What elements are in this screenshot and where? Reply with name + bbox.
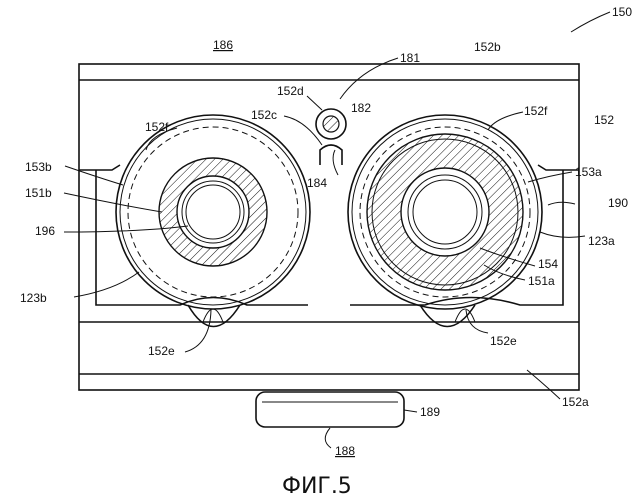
label-152d: 152d [277, 84, 304, 98]
left-wheel [116, 115, 310, 309]
label-182: 182 [351, 101, 371, 115]
label-151a: 151a [528, 274, 555, 288]
label-188: 188 [335, 444, 355, 458]
label-153a: 153a [575, 165, 602, 179]
label-153b: 153b [25, 160, 52, 174]
label-181: 181 [400, 51, 420, 65]
label-186: 186 [213, 38, 233, 52]
label-152e-left: 152e [148, 344, 175, 358]
label-196: 196 [35, 224, 55, 238]
label-151b: 151b [25, 186, 52, 200]
label-152a: 152a [562, 395, 589, 409]
label-123b: 123b [20, 291, 47, 305]
label-152f-left: 152f [145, 120, 169, 134]
label-184: 184 [307, 176, 327, 190]
label-190: 190 [608, 196, 628, 210]
figure-caption: ФИГ.5 [282, 474, 352, 499]
label-152f-right: 152f [524, 104, 548, 118]
label-152b: 152b [474, 40, 501, 54]
label-152: 152 [594, 113, 614, 127]
label-123a: 123a [588, 234, 615, 248]
label-154: 154 [538, 257, 558, 271]
right-wheel [348, 115, 542, 309]
pin-element [316, 109, 346, 165]
label-152e-right: 152e [490, 334, 517, 348]
label-189: 189 [420, 405, 440, 419]
label-152c: 152c [251, 108, 277, 122]
label-150: 150 [612, 5, 632, 19]
bottom-tab [256, 392, 404, 427]
leader-lines [64, 12, 610, 448]
